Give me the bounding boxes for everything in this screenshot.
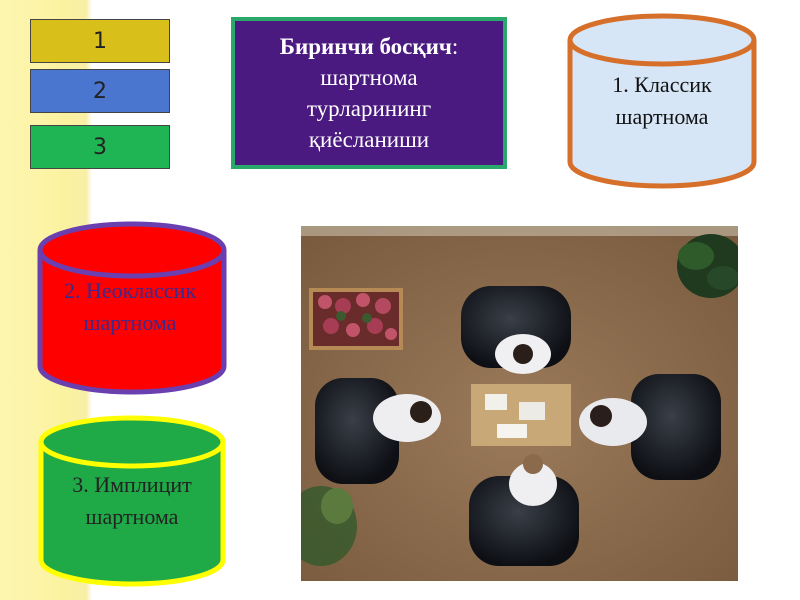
person-icon — [373, 394, 441, 442]
person-icon — [579, 398, 647, 446]
cylinder-label-line1: 3. Имплицит — [72, 472, 192, 497]
legend-label: 3 — [93, 134, 107, 160]
legend-label: 2 — [93, 78, 107, 104]
title-line-bold: Биринчи босқич: — [280, 31, 459, 62]
meeting-photo — [301, 226, 738, 581]
cylinder-label-line2: шартнома — [86, 504, 179, 529]
cylinder-label-line1: 2. Неоклассик — [64, 278, 196, 303]
plant-icon — [301, 486, 357, 566]
title-line-3: турларининг — [306, 96, 432, 121]
title-line-4: қиёсланиши — [308, 127, 430, 152]
legend-box-2: 2 — [30, 69, 170, 113]
title-bold-text: Биринчи босқич — [279, 34, 452, 59]
flower-box-icon — [309, 288, 403, 350]
table-icon — [471, 384, 571, 446]
stage-title-box: Биринчи босқич: шартнома турларининг қиё… — [231, 17, 507, 169]
title-colon: : — [451, 34, 459, 59]
cylinder-label-line2: шартнома — [616, 104, 709, 129]
cylinder-classic-contract: 1. Классик шартнома — [567, 13, 757, 189]
cylinder-label-line1: 1. Классик — [612, 72, 712, 97]
meeting-photo-illustration — [301, 226, 738, 581]
plant-icon — [677, 234, 738, 298]
person-icon — [509, 454, 557, 506]
legend-box-1: 1 — [30, 19, 170, 63]
armchair-icon — [315, 378, 399, 484]
cylinder-implicit-contract: 3. Имплицит шартнома — [38, 415, 226, 587]
legend-box-3: 3 — [30, 125, 170, 169]
armchair-icon — [631, 374, 721, 480]
person-icon — [495, 334, 551, 374]
armchair-icon — [469, 476, 579, 566]
cylinder-neoclassic-contract: 2. Неоклассик шартнома — [37, 221, 227, 395]
title-line-2: шартнома — [320, 65, 418, 90]
legend-label: 1 — [93, 28, 107, 54]
cylinder-label-line2: шартнома — [84, 310, 177, 335]
